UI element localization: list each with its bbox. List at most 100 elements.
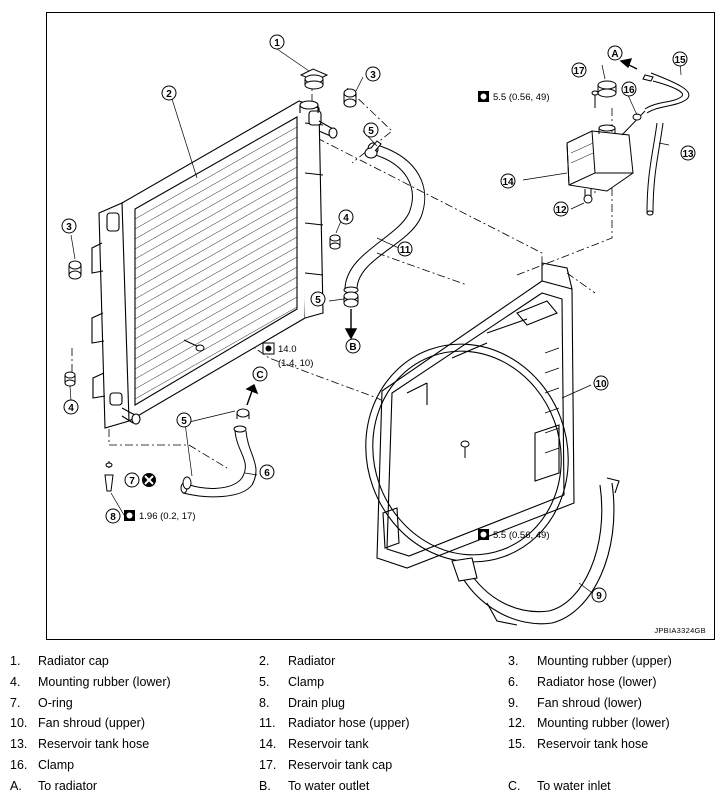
legend-label: Mounting rubber (upper) [537, 654, 672, 668]
legend-key: 1. [10, 654, 21, 668]
legend-key: 10. [10, 716, 28, 731]
torque-icon-radiator [262, 342, 275, 355]
legend-label: Drain plug [288, 695, 345, 710]
legend-key: 12. [508, 716, 526, 731]
callout-16: 16 [621, 81, 637, 97]
legend-key: 6. [508, 674, 519, 689]
callout-17: 17 [571, 62, 587, 78]
svg-text:17: 17 [573, 66, 585, 77]
exploded-diagram: 5.5 (0.56, 49) 14.0 (1.4, 10) 1.96 (0.2,… [46, 12, 715, 640]
legend-key: B. [259, 778, 271, 793]
legend-label: O-ring [38, 695, 73, 710]
legend-row: 10. Fan shroud (upper) 11. Radiator hose (u… [0, 716, 721, 736]
legend-label: Mounting rubber (lower) [38, 674, 171, 689]
spec-drain-plug: 1.96 (0.2, 17) [139, 511, 196, 522]
callout-A: A [607, 45, 623, 61]
legend-row: 16. Clamp 17. Reservoir tank cap [0, 758, 721, 778]
figure-code: JPBIA3324GB [654, 626, 706, 635]
bolts [104, 90, 599, 492]
legend-label: Clamp [38, 758, 75, 772]
hose-clamps [182, 140, 382, 490]
svg-text:12: 12 [555, 205, 567, 216]
mounting-rubber-upper [68, 88, 357, 280]
callout-8: 8 [105, 508, 121, 524]
legend-label: To water inlet [537, 778, 611, 793]
legend-label: Reservoir tank cap [288, 758, 393, 772]
callout-9: 9 [591, 587, 607, 603]
legend-label: To radiator [38, 778, 98, 793]
legend-label: Radiator [288, 654, 336, 668]
legend-label: To water outlet [288, 778, 370, 793]
svg-text:3: 3 [370, 70, 376, 81]
diagram-canvas: 5.5 (0.56, 49) 14.0 (1.4, 10) 1.96 (0.2,… [61, 34, 696, 626]
svg-text:13: 13 [682, 149, 694, 160]
legend-label: Fan shroud (upper) [38, 716, 146, 731]
reservoir-tank-cap [597, 80, 617, 98]
legend-key: 13. [10, 737, 28, 752]
spec-radiator-bolt-1: 14.0 [278, 344, 297, 355]
callout-5c: 5 [176, 412, 192, 428]
legend-key: 17. [259, 758, 277, 772]
legend-key: 11. [259, 716, 276, 731]
legend-label: Clamp [288, 674, 325, 689]
svg-text:7: 7 [129, 476, 135, 487]
svg-text:4: 4 [343, 213, 349, 224]
svg-text:5: 5 [315, 295, 321, 306]
upper-hose [343, 142, 426, 294]
legend-key: 16. [10, 758, 28, 772]
svg-text:1: 1 [274, 38, 280, 49]
callout-6: 6 [259, 464, 275, 480]
radiator [91, 100, 338, 429]
legend-label: Radiator cap [38, 654, 109, 668]
legend-label: Fan shroud (lower) [537, 695, 642, 710]
fan-shroud-upper [365, 262, 575, 569]
callout-C: C [252, 366, 268, 382]
legend-label: Reservoir tank [288, 737, 369, 752]
torque-specs: 5.5 (0.56, 49) 14.0 (1.4, 10) 1.96 (0.2,… [124, 91, 550, 541]
legend-row: 1. Radiator cap 2. Radiator 3. Mounting rubbe… [0, 654, 721, 674]
svg-text:16: 16 [623, 85, 635, 96]
legend-key: 3. [508, 654, 519, 668]
svg-text:4: 4 [68, 403, 74, 414]
legend-label: Radiator hose (upper) [288, 716, 410, 731]
spec-tank-bolt: 5.5 (0.56, 49) [493, 92, 550, 103]
legend-key: 4. [10, 674, 21, 689]
lower-hose [180, 425, 257, 498]
callout-12: 12 [553, 201, 569, 217]
svg-text:3: 3 [66, 222, 72, 233]
svg-text:15: 15 [674, 55, 686, 66]
callout-4a: 4 [63, 399, 79, 415]
callout-2: 2 [161, 85, 177, 101]
callout-B: B [345, 338, 361, 354]
callout-10: 10 [593, 375, 609, 391]
legend-label: Mounting rubber (lower) [537, 716, 670, 731]
radiator-cap [299, 68, 329, 90]
svg-text:9: 9 [596, 591, 602, 602]
legend-key: 8. [259, 695, 270, 710]
reservoir-tank [566, 124, 634, 204]
legend-key: 2. [259, 654, 270, 668]
legend-key: 15. [508, 737, 526, 752]
legend-key: C. [508, 778, 521, 793]
callout-1: 1 [269, 34, 285, 50]
legend-label: Reservoir tank hose [537, 737, 649, 752]
svg-text:C: C [256, 370, 263, 381]
spec-shroud-bolt: 5.5 (0.56, 49) [493, 530, 550, 541]
callout-13: 13 [680, 145, 696, 161]
svg-text:10: 10 [595, 379, 607, 390]
flow-arrows [245, 58, 638, 406]
svg-text:5: 5 [368, 126, 374, 137]
callout-3b: 3 [61, 218, 77, 234]
svg-text:5: 5 [181, 416, 187, 427]
legend-label: Reservoir tank hose [38, 737, 150, 752]
svg-text:A: A [611, 49, 618, 60]
svg-text:14: 14 [502, 177, 514, 188]
callout-11: 11 [397, 241, 413, 257]
callout-5b: 5 [310, 291, 326, 307]
svg-text:11: 11 [400, 245, 411, 256]
legend-label: Radiator hose (lower) [537, 674, 657, 689]
callout-7: 7 [124, 472, 140, 488]
callouts: 1 2 3 3 4 4 5 5 5 6 7 8 9 10 11 12 13 14… [61, 34, 696, 603]
torque-icon-shroud [478, 529, 489, 540]
